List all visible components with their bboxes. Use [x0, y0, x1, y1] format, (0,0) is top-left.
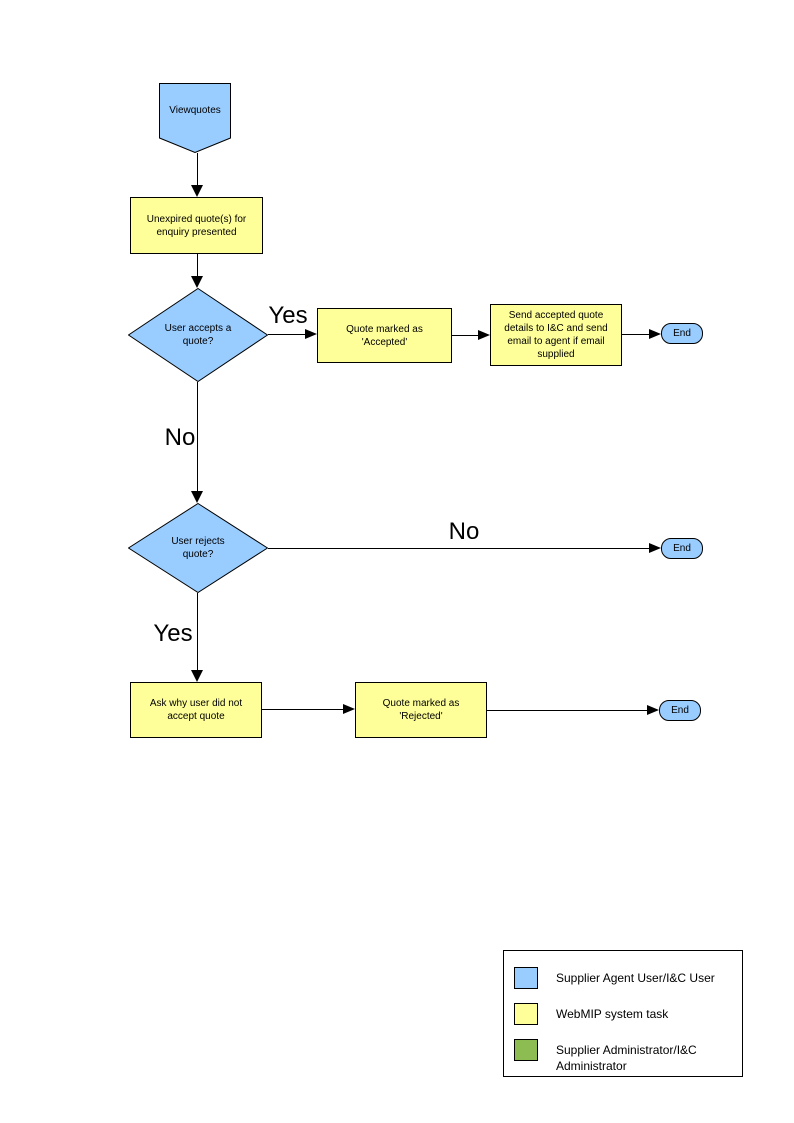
terminator-end-1: End — [661, 323, 703, 344]
legend-swatch-yellow — [514, 1003, 538, 1025]
arrowhead-right-icon — [649, 329, 661, 339]
process-unexpired-quotes: Unexpired quote(s) for enquiry presented — [130, 197, 263, 254]
process-ask-why: Ask why user did not accept quote — [130, 682, 262, 738]
decision-user-rejects-label: User rejects quote? — [171, 536, 225, 560]
start-label: Viewquotes — [169, 105, 221, 116]
arrowhead-right-icon — [478, 330, 490, 340]
branch-label-rejects-yes: Yes — [153, 620, 193, 647]
branch-label-rejects-no: No — [448, 518, 480, 545]
arrowhead-down-icon — [191, 276, 203, 288]
diamond-shape-icon — [128, 503, 268, 593]
pentagon-shape-icon — [159, 83, 231, 153]
legend-label-supplier-admin: Supplier Administrator/I&C Administrator — [556, 1043, 697, 1073]
process-quote-marked-rejected: Quote marked as 'Rejected' — [355, 682, 487, 738]
legend-box: Supplier Agent User/I&C User WebMIP syst… — [503, 950, 743, 1077]
terminator-end-3-label: End — [671, 705, 689, 716]
legend-swatch-blue — [514, 967, 538, 989]
edge-askwhy-to-rejected — [262, 709, 344, 710]
edge-start-to-unexpired — [197, 153, 198, 186]
edge-rejected-to-end3 — [487, 710, 648, 711]
legend-label-webmip-task: WebMIP system task — [556, 1007, 669, 1021]
legend-item-supplier-admin: Supplier Administrator/I&C Administrator — [514, 1039, 736, 1074]
process-quote-marked-accepted: Quote marked as 'Accepted' — [317, 308, 452, 363]
arrowhead-down-icon — [191, 491, 203, 503]
arrowhead-right-icon — [647, 705, 659, 715]
branch-label-accepts-no: No — [164, 424, 196, 451]
decision-user-accepts-label: User accepts a quote? — [164, 323, 232, 347]
edge-unexpired-to-accepts — [197, 254, 198, 277]
edge-accepted-to-send — [452, 335, 479, 336]
diamond-shape-icon — [128, 288, 268, 382]
terminator-end-1-label: End — [673, 328, 691, 339]
decision-user-accepts: User accepts a quote? — [128, 288, 268, 382]
decision-user-rejects: User rejects quote? — [128, 503, 268, 593]
terminator-end-2-label: End — [673, 543, 691, 554]
process-ask-why-label: Ask why user did not accept quote — [149, 698, 243, 722]
arrowhead-right-icon — [305, 329, 317, 339]
process-quote-marked-accepted-label: Quote marked as 'Accepted' — [346, 323, 423, 348]
edge-rejects-yes — [197, 593, 198, 671]
process-send-accepted-details-label: Send accepted quote details to I&C and s… — [504, 310, 608, 360]
legend-swatch-green — [514, 1039, 538, 1061]
process-send-accepted-details: Send accepted quote details to I&C and s… — [490, 304, 622, 366]
terminator-end-3: End — [659, 700, 701, 721]
edge-accepts-no — [197, 382, 198, 492]
legend-item-supplier-agent: Supplier Agent User/I&C User — [514, 967, 715, 989]
branch-label-accepts-yes: Yes — [268, 302, 308, 329]
edge-rejects-no — [268, 548, 650, 549]
arrowhead-right-icon — [343, 704, 355, 714]
arrowhead-down-icon — [191, 670, 203, 682]
legend-item-webmip-task: WebMIP system task — [514, 1003, 668, 1025]
edge-accepts-yes — [268, 334, 306, 335]
arrowhead-down-icon — [191, 185, 203, 197]
arrowhead-right-icon — [649, 543, 661, 553]
process-unexpired-quotes-label: Unexpired quote(s) for enquiry presented — [146, 213, 247, 238]
process-quote-marked-rejected-label: Quote marked as 'Rejected' — [382, 698, 460, 722]
start-pentagon-viewquotes: Viewquotes — [159, 83, 231, 153]
legend-label-supplier-agent: Supplier Agent User/I&C User — [556, 971, 715, 985]
edge-send-to-end1 — [622, 334, 650, 335]
terminator-end-2: End — [661, 538, 703, 559]
